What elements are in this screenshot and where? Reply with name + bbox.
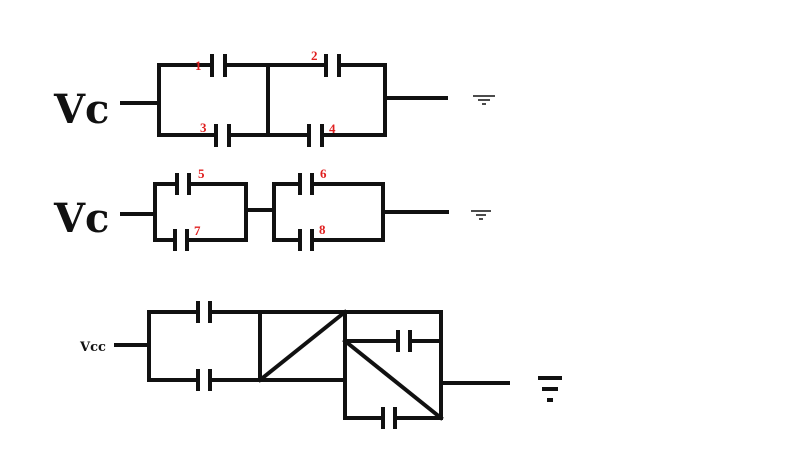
circuit-2-wires [120,182,449,242]
capacitor-6 [298,173,314,195]
capacitor-7-label: 7 [194,223,201,238]
capacitor-8-label: 8 [319,222,326,237]
ground-icon [471,210,491,220]
capacitor-right-top [396,330,412,352]
capacitor-4-label: 4 [329,121,336,136]
circuit-3-wires [114,309,510,421]
circuit-1-wires [120,63,448,137]
circuit-1: Vc [53,48,495,147]
capacitor-5-label: 5 [198,166,205,181]
circuit-2-source-label: Vc [53,195,109,242]
capacitor-5 [175,173,191,195]
capacitor-right-bottom [381,407,397,429]
circuit-2: Vc [53,166,491,251]
capacitor-3 [214,124,231,147]
capacitor-8 [298,229,314,251]
capacitor-3-label: 3 [200,120,207,135]
capacitor-bottom-left [196,369,212,391]
capacitor-top-left [196,301,212,323]
circuit-3-source-label: Vcc [79,340,106,355]
capacitor-2-label: 2 [311,48,318,63]
capacitor-2 [324,54,341,77]
capacitor-7 [173,229,189,251]
circuit-1-source-label: Vc [53,86,109,133]
capacitor-6-label: 6 [320,166,327,181]
capacitor-4 [307,124,324,147]
capacitor-1-label: 1 [195,58,202,73]
ground-icon [473,95,495,105]
ground-icon [538,376,562,402]
circuit-3: Vcc [79,301,562,429]
capacitor-1 [210,54,227,77]
